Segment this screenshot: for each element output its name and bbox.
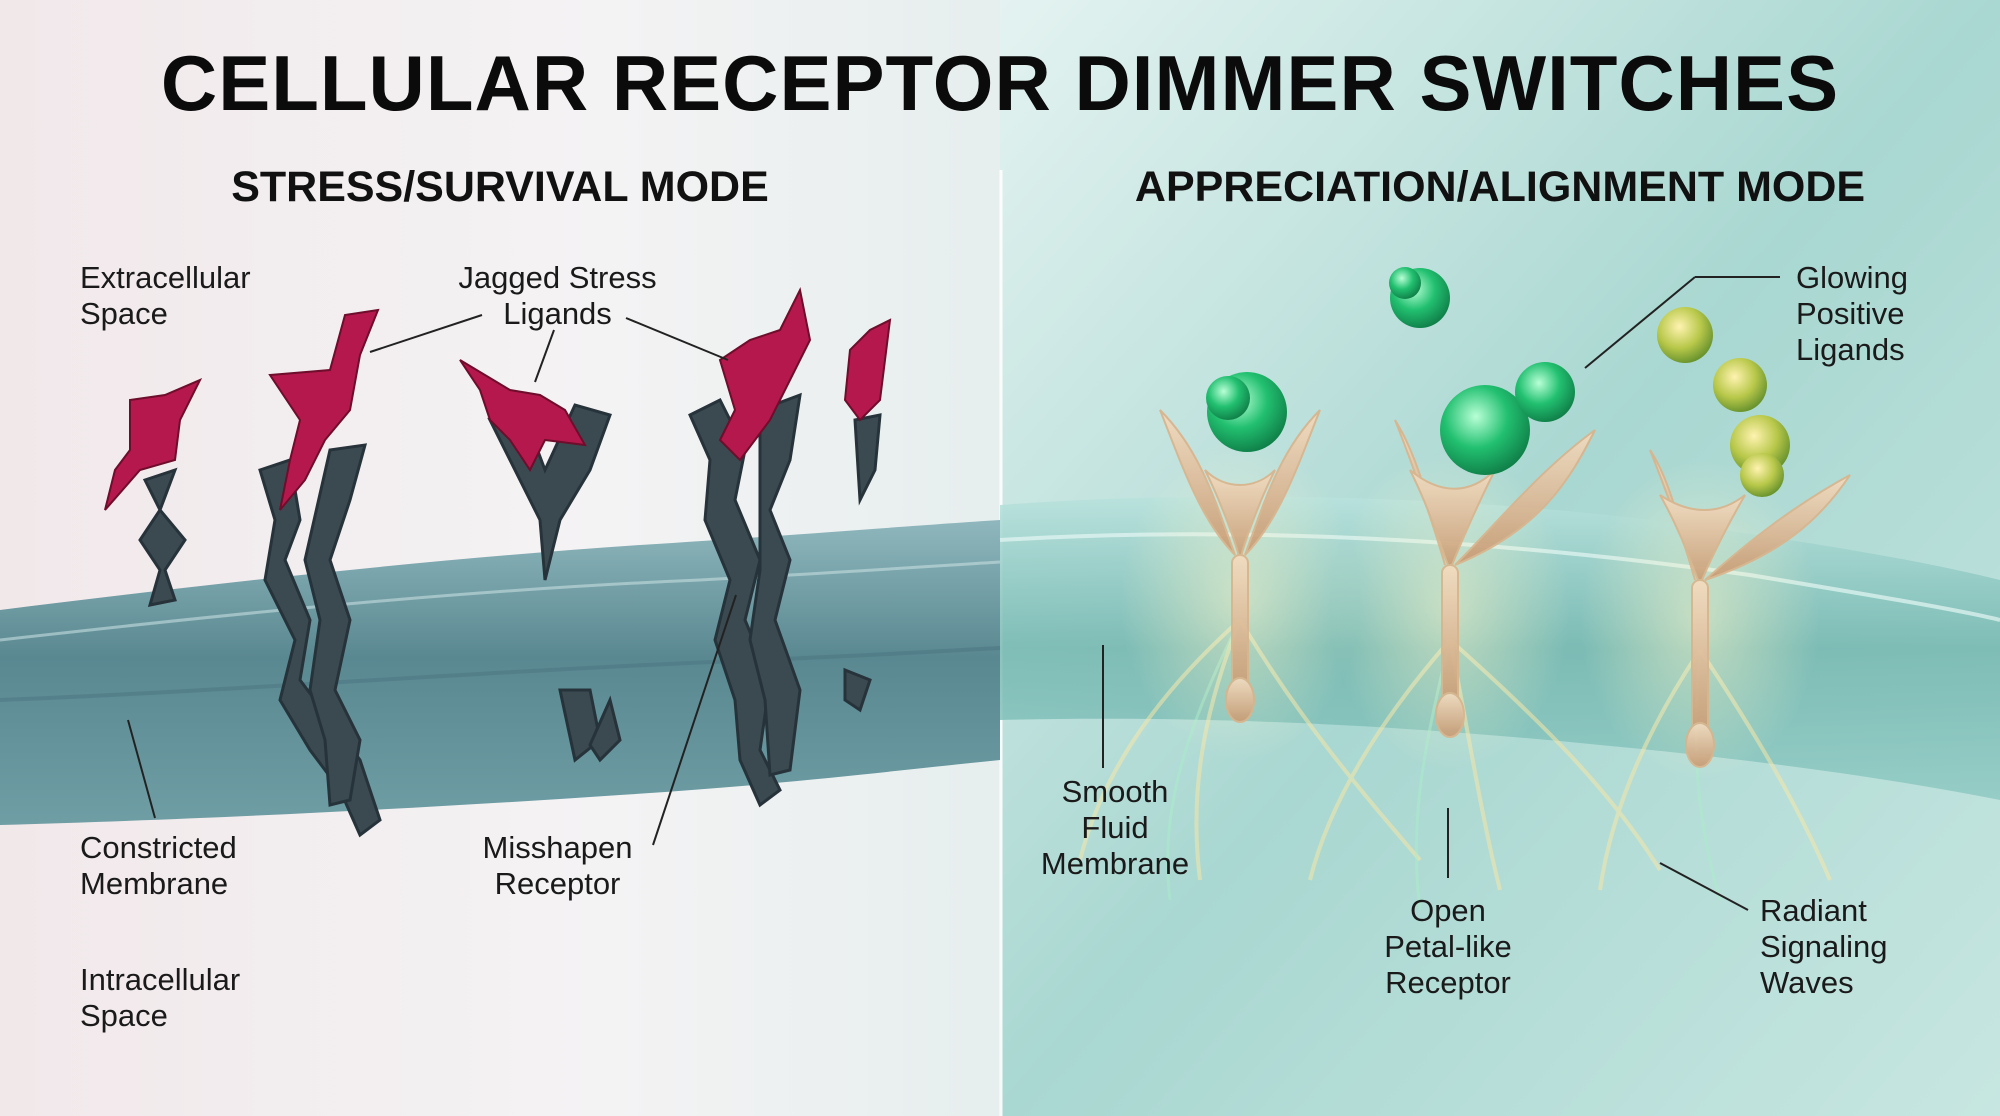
glowing-positive-ligands [1206,267,1790,497]
label-open-petal-like-receptor: Open Petal-like Receptor [1384,893,1512,1000]
label-smooth-fluid-membrane: Smooth Fluid Membrane [1040,774,1190,881]
label-intracellular-space: Intracellular Space [80,962,241,1033]
left-panel-heading: STRESS/SURVIVAL MODE [231,163,769,211]
label-misshapen-receptor: Misshapen Receptor [482,830,633,901]
label-radiant-signaling-waves: Radiant Signaling Waves [1760,893,1888,1000]
label-glowing-positive-ligands: Glowing Positive Ligands [1796,260,1908,367]
label-jagged-stress-ligands: Jagged Stress Ligands [458,260,657,331]
petal-like-receptors [1159,409,1851,768]
label-extracellular-space: Extracellular Space [80,260,251,331]
jagged-stress-ligands [104,286,892,511]
leader-lines [127,276,1780,911]
page-title: CELLULAR RECEPTOR DIMMER SWITCHES [160,39,1840,127]
label-constricted-membrane: Constricted Membrane [80,830,237,901]
right-panel-heading: APPRECIATION/ALIGNMENT MODE [1134,163,1866,211]
